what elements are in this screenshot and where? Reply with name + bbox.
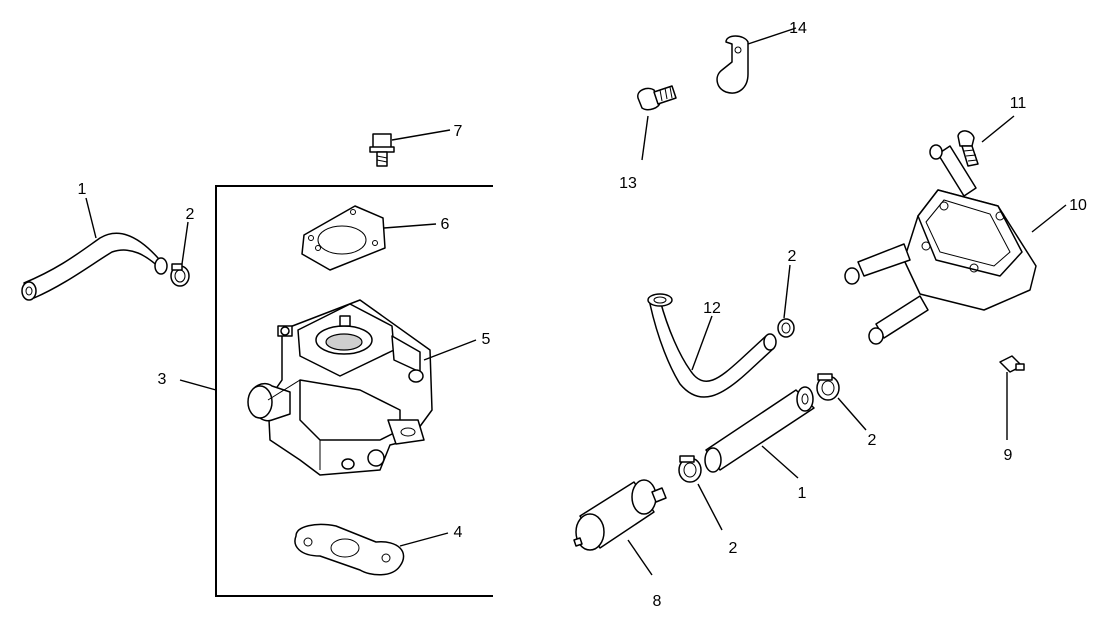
assembly-bracket xyxy=(215,185,493,597)
hose-clamp-c xyxy=(678,455,702,483)
fitting xyxy=(999,355,1025,373)
bolt-top xyxy=(369,133,395,167)
clip xyxy=(716,35,749,94)
leader-lines xyxy=(85,27,1067,576)
carburetor xyxy=(247,299,433,476)
callout-bolt-top: 7 xyxy=(454,123,463,140)
callout-fuel-filter: 8 xyxy=(653,593,662,610)
fuel-hose-left xyxy=(21,232,168,301)
hose-clamp-left xyxy=(170,263,190,287)
callout-clamp-left: 2 xyxy=(186,206,195,223)
callout-fuel-pump: 10 xyxy=(1069,197,1087,214)
callout-labels: 1 2 3 4 5 6 7 8 9 10 11 12 13 14 2 2 2 1 xyxy=(78,20,1087,610)
callout-bolt-clip: 13 xyxy=(619,175,637,192)
callout-clamp-a: 2 xyxy=(788,248,797,265)
gasket-lower xyxy=(294,523,405,576)
callout-gasket-upper: 6 xyxy=(441,216,450,233)
hose-clamp-b xyxy=(816,373,840,401)
callout-clip: 14 xyxy=(789,20,807,37)
hose-clamp-a xyxy=(777,318,795,338)
callout-clamp-c: 2 xyxy=(729,540,738,557)
callout-clamp-b: 2 xyxy=(868,432,877,449)
callout-hose-straight: 1 xyxy=(798,485,807,502)
callout-carburetor: 5 xyxy=(482,331,491,348)
fuel-hose-straight xyxy=(704,386,815,473)
fuel-filter xyxy=(573,479,667,551)
callout-bolt-pump: 11 xyxy=(1010,95,1027,112)
callout-gasket-lower: 4 xyxy=(454,524,463,541)
callout-fitting: 9 xyxy=(1004,447,1013,464)
bolt-pump xyxy=(957,130,979,167)
bolt-clip xyxy=(637,85,677,111)
callout-assembly: 3 xyxy=(158,371,167,388)
callout-hose-left: 1 xyxy=(78,181,87,198)
callout-hose-bent: 12 xyxy=(703,300,721,317)
fuel-pump xyxy=(844,144,1037,345)
gasket-upper xyxy=(301,205,386,271)
fuel-hose-bent xyxy=(647,293,777,398)
